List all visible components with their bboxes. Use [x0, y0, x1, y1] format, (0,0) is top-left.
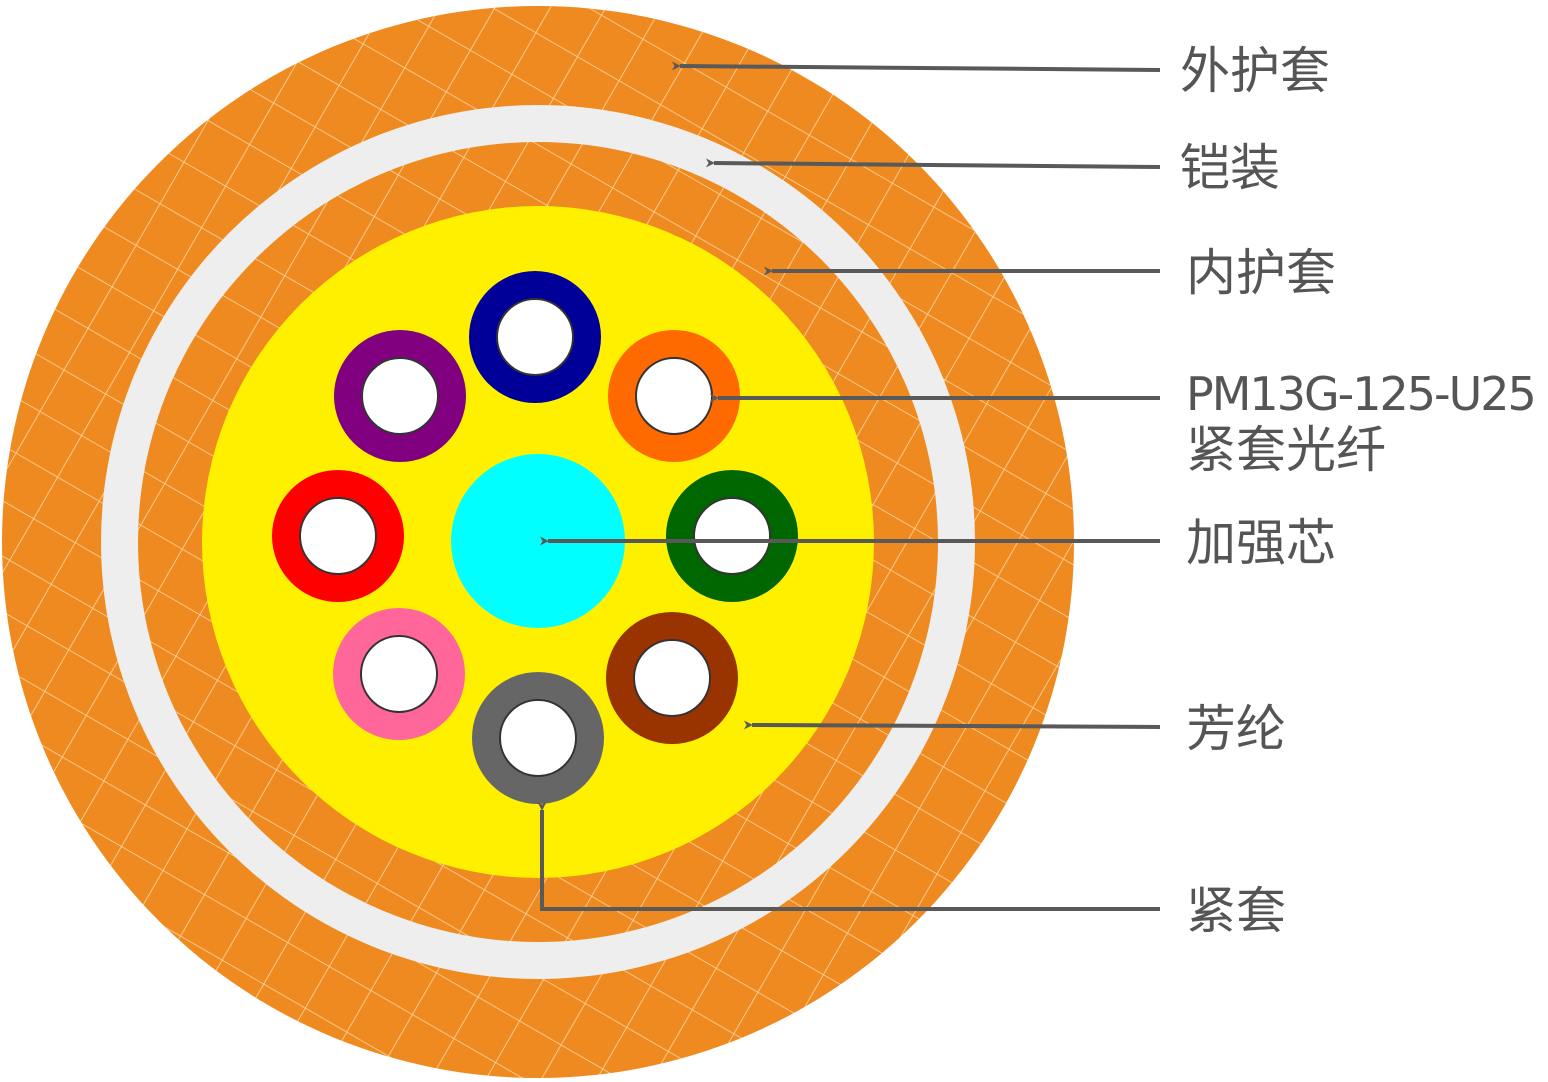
fiber-core — [635, 357, 713, 435]
label-armor: 铠装 — [1180, 139, 1280, 197]
fiber-purple — [334, 330, 466, 462]
label-tight-buffer: 紧套 — [1186, 882, 1286, 940]
fiber-pink — [333, 608, 465, 740]
fiber-core — [693, 497, 771, 575]
fiber-core — [299, 497, 377, 575]
fiber-brown — [606, 612, 738, 744]
label-fiber-model: PM13G-125-U25 — [1186, 367, 1535, 421]
leader-tight-buffer — [537, 801, 1160, 911]
fiber-core — [360, 635, 438, 713]
fiber-gray — [472, 672, 604, 804]
label-fiber-type: 紧套光纤 — [1186, 421, 1386, 479]
label-strength-member: 加强芯 — [1186, 514, 1336, 572]
fiber-core — [361, 357, 439, 435]
fiber-core — [499, 699, 577, 777]
strength-member — [451, 454, 625, 628]
fiber-core — [496, 298, 574, 376]
leader-aramid — [743, 720, 1161, 730]
fiber-green — [666, 470, 798, 602]
fiber-red — [272, 470, 404, 602]
label-aramid: 芳纶 — [1186, 700, 1286, 758]
label-inner-sheath: 内护套 — [1186, 244, 1336, 302]
fiber-core — [633, 639, 711, 717]
fiber-blue — [469, 271, 601, 403]
leader-outer-sheath — [671, 61, 1161, 72]
leader-armor — [705, 158, 1161, 169]
label-outer-sheath: 外护套 — [1180, 42, 1330, 100]
